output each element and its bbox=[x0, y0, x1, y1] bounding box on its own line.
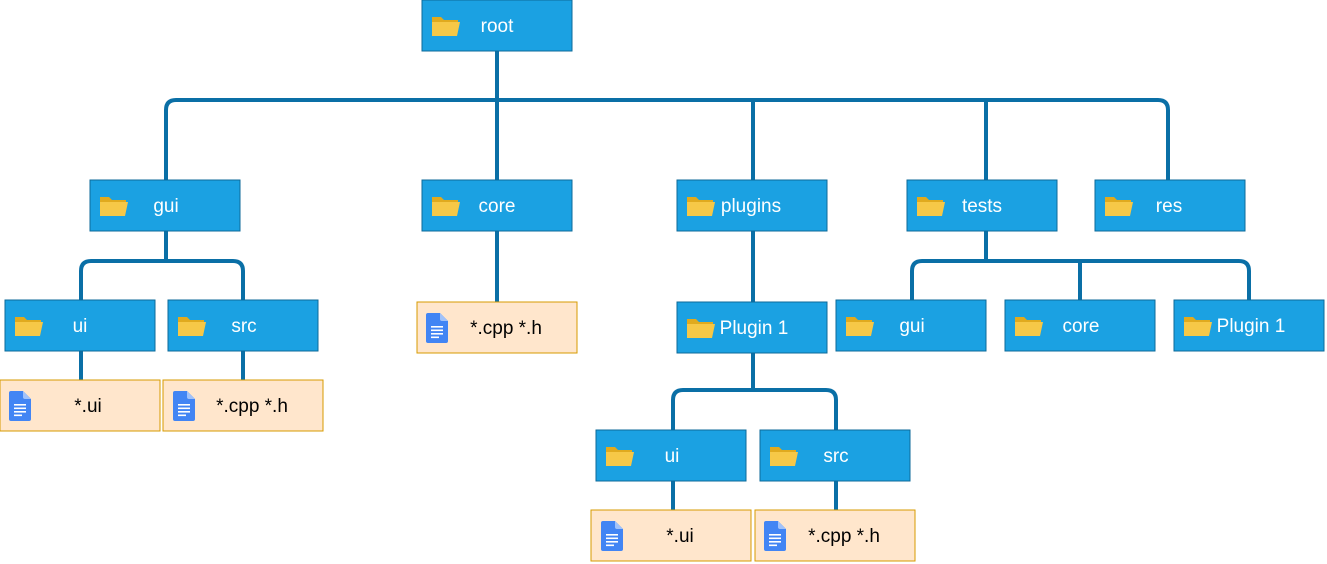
folder-node-plugin1-ui[interactable]: ui bbox=[595, 429, 747, 482]
folder-label-core: core bbox=[479, 196, 516, 217]
folder-node-plugin1-src[interactable]: src bbox=[759, 429, 911, 482]
folder-label-gui: gui bbox=[153, 196, 178, 217]
file-label-plugin1-src: *.cpp *.h bbox=[808, 526, 880, 547]
folder-label-tests-core: core bbox=[1063, 316, 1100, 337]
folder-node-plugins[interactable]: plugins bbox=[676, 179, 828, 232]
folder-label-gui-src: src bbox=[231, 316, 256, 337]
connector-root-bus bbox=[164, 98, 1170, 180]
connector-tests-children bbox=[910, 231, 1251, 300]
folder-node-plugin1[interactable]: Plugin 1 bbox=[676, 301, 828, 354]
file-label-gui-src: *.cpp *.h bbox=[216, 396, 288, 417]
folder-node-gui-ui[interactable]: ui bbox=[4, 299, 156, 352]
file-node-core[interactable]: *.cpp *.h bbox=[416, 301, 578, 354]
folder-label-plugin1: Plugin 1 bbox=[720, 318, 789, 339]
file-label-plugin1-ui: *.ui bbox=[666, 526, 693, 547]
folder-label-root: root bbox=[481, 16, 514, 37]
connector-plugin1-children bbox=[671, 353, 838, 430]
folder-node-tests-gui[interactable]: gui bbox=[835, 299, 987, 352]
folder-label-gui-ui: ui bbox=[73, 316, 88, 337]
file-node-gui-ui[interactable]: *.ui bbox=[0, 379, 161, 432]
folder-label-res: res bbox=[1156, 196, 1182, 217]
folder-node-gui-src[interactable]: src bbox=[167, 299, 319, 352]
folder-label-plugin1-ui: ui bbox=[665, 446, 680, 467]
file-node-gui-src[interactable]: *.cpp *.h bbox=[162, 379, 324, 432]
folder-node-res[interactable]: res bbox=[1094, 179, 1246, 232]
folder-node-gui[interactable]: gui bbox=[89, 179, 241, 232]
file-node-plugin1-src[interactable]: *.cpp *.h bbox=[754, 509, 916, 562]
file-label-core: *.cpp *.h bbox=[470, 318, 542, 339]
folder-node-tests-core[interactable]: core bbox=[1004, 299, 1156, 352]
folder-node-tests[interactable]: tests bbox=[906, 179, 1058, 232]
folder-node-tests-plugin1[interactable]: Plugin 1 bbox=[1173, 299, 1325, 352]
folder-label-plugins: plugins bbox=[721, 196, 781, 217]
folder-label-plugin1-src: src bbox=[823, 446, 848, 467]
file-node-plugin1-ui[interactable]: *.ui bbox=[590, 509, 752, 562]
folder-label-tests: tests bbox=[962, 196, 1002, 217]
folder-label-tests-gui: gui bbox=[899, 316, 924, 337]
folder-node-root[interactable]: root bbox=[421, 0, 573, 52]
folder-node-core[interactable]: core bbox=[421, 179, 573, 232]
connector-gui-children bbox=[79, 231, 245, 300]
connectors bbox=[79, 51, 1251, 510]
folder-label-tests-plugin1: Plugin 1 bbox=[1217, 316, 1286, 337]
file-label-gui-ui: *.ui bbox=[74, 396, 101, 417]
